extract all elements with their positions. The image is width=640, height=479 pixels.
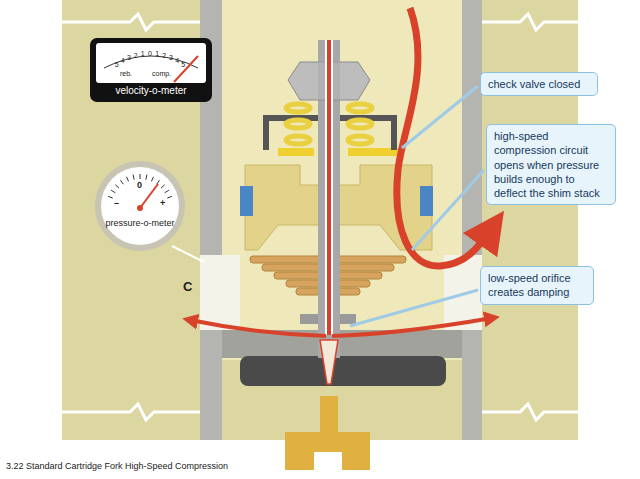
- scale-number: 3: [169, 54, 173, 61]
- scale-number: 2: [134, 52, 138, 59]
- scale-label: 0: [137, 180, 142, 190]
- scale-label: comp.: [152, 70, 171, 77]
- tick: [167, 196, 172, 198]
- tick: [115, 185, 119, 188]
- scale-number: 5: [115, 61, 119, 68]
- tick: [120, 180, 123, 184]
- figure-caption: 3.22 Standard Cartridge Fork High-Speed …: [6, 461, 228, 471]
- tick: [108, 196, 113, 198]
- scale-label: reb.: [120, 70, 132, 77]
- gauge-case: [90, 38, 212, 102]
- region-letter: C: [183, 279, 192, 294]
- tick: [146, 175, 147, 180]
- gauge-rim: [95, 161, 185, 251]
- scale-number: 4: [121, 57, 125, 64]
- dial-arc: [104, 56, 198, 68]
- gauge-dial: [101, 167, 179, 245]
- scale-number: 2: [162, 52, 166, 59]
- velocity-gauge: 54321012345reb.comp.velocity-o-meter: [90, 38, 212, 102]
- callout-box: high-speed compression circuit opens whe…: [486, 124, 616, 205]
- tick: [140, 174, 141, 179]
- gauge-title: pressure-o-meter: [94, 218, 186, 228]
- gauge-dial: [96, 43, 206, 83]
- callout-box: check valve closed: [480, 72, 598, 96]
- tick: [111, 190, 115, 193]
- callout-text: high-speed compression circuit opens whe…: [494, 129, 608, 200]
- tick: [161, 185, 165, 188]
- tick: [151, 177, 153, 182]
- gauge-needle: [174, 56, 198, 82]
- needle-pivot: [137, 205, 143, 211]
- callout-box: low-speed orifice creates damping: [480, 266, 594, 305]
- gauge-title: velocity-o-meter: [90, 85, 212, 96]
- gauge-face: [94, 160, 186, 252]
- scale-number: 0: [148, 50, 152, 57]
- tick: [133, 175, 134, 180]
- callout-text: low-speed orifice creates damping: [488, 271, 586, 300]
- scale-number: 1: [155, 50, 159, 57]
- gauge-needle: [140, 184, 158, 208]
- scale-number: 4: [175, 57, 179, 64]
- scale-number: 3: [127, 54, 131, 61]
- scale-label: +: [160, 198, 165, 208]
- tick: [165, 190, 169, 193]
- tick: [127, 177, 129, 182]
- callout-text: check valve closed: [488, 77, 590, 91]
- pressure-gauge: – 0 + pressure-o-meter: [94, 160, 186, 252]
- scale-number: 5: [181, 61, 185, 68]
- scale-number: 1: [141, 50, 145, 57]
- scale-label: –: [114, 198, 119, 208]
